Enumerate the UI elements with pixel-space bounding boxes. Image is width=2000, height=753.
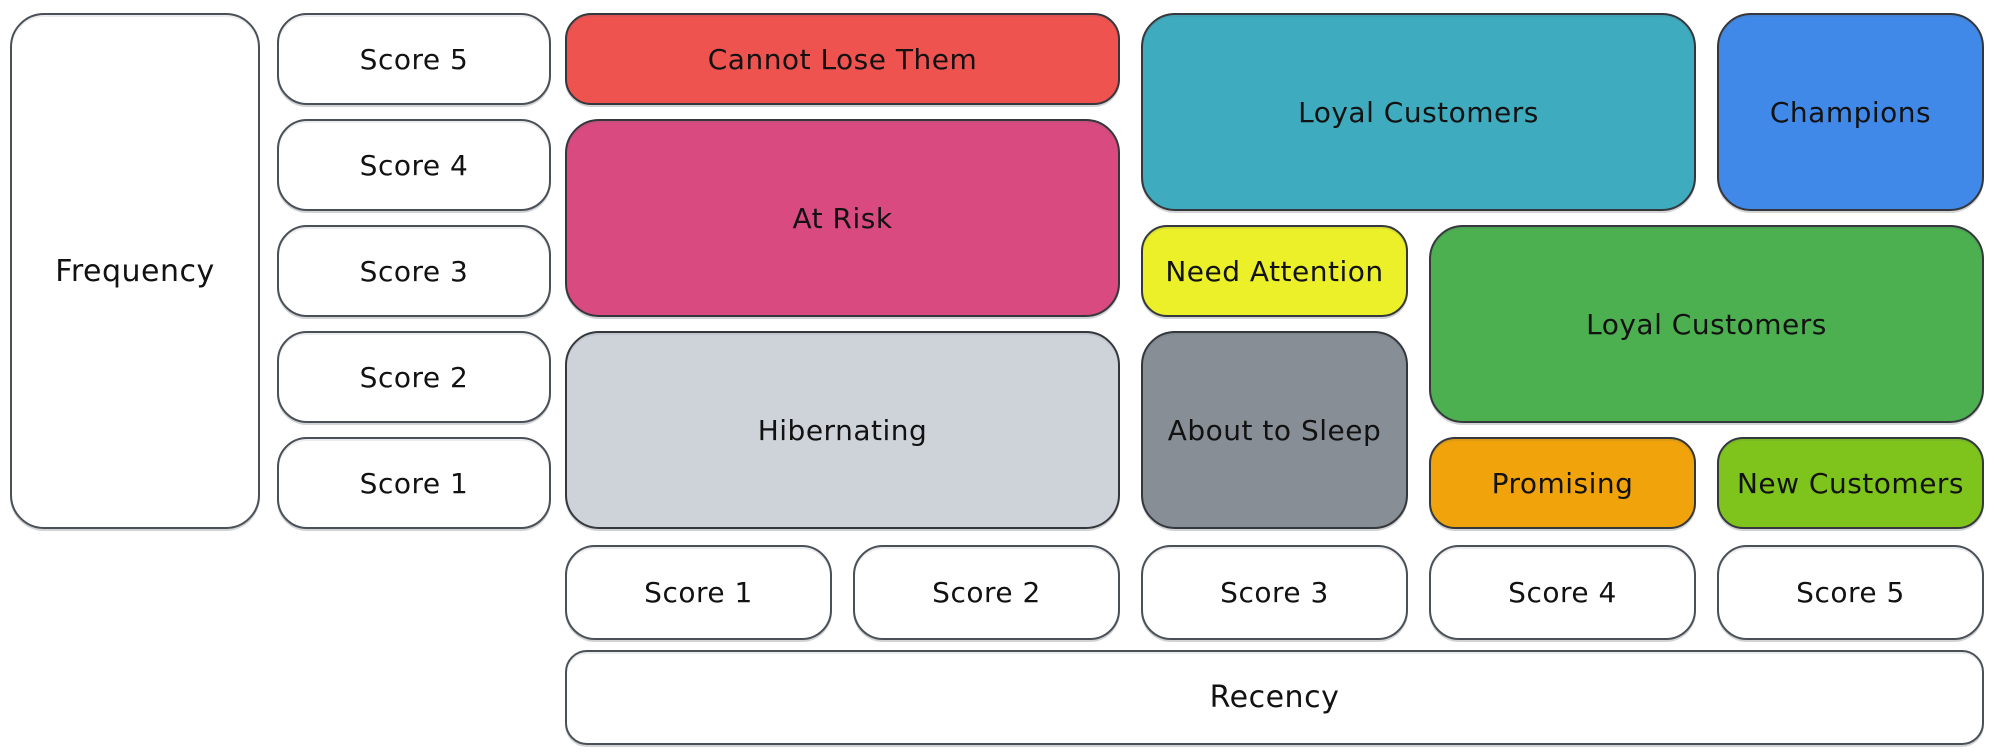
score-label: Score 5 [359, 42, 469, 76]
score-label: Score 1 [359, 466, 469, 500]
frequency-score-5: Score 5 [277, 13, 551, 105]
frequency-score-1: Score 1 [277, 437, 551, 529]
segment-label: Champions [1769, 95, 1932, 129]
recency-score-2: Score 2 [853, 545, 1120, 640]
segment-loyal-customers-lower: Loyal Customers [1429, 225, 1984, 423]
score-label: Score 4 [1508, 576, 1617, 609]
axis-title-text: Frequency [55, 253, 215, 289]
segment-label: Loyal Customers [1586, 307, 1827, 341]
segment-label: Need Attention [1165, 254, 1384, 288]
segment-hibernating: Hibernating [565, 331, 1120, 529]
recency-score-3: Score 3 [1141, 545, 1408, 640]
score-label: Score 3 [359, 254, 469, 288]
segment-label: Loyal Customers [1298, 95, 1539, 129]
segment-cannot-lose-them: Cannot Lose Them [565, 13, 1120, 105]
score-label: Score 2 [359, 360, 469, 394]
segment-about-to-sleep: About to Sleep [1141, 331, 1408, 529]
recency-axis-label: Recency [565, 650, 1984, 745]
rfm-grid: Frequency Score 5 Score 4 Score 3 Score … [10, 13, 1984, 745]
segment-label: About to Sleep [1167, 413, 1382, 447]
segment-at-risk: At Risk [565, 119, 1120, 317]
segment-label: Promising [1491, 466, 1634, 500]
frequency-axis-label: Frequency [10, 13, 260, 529]
recency-score-5: Score 5 [1717, 545, 1984, 640]
segment-champions: Champions [1717, 13, 1984, 211]
frequency-score-2: Score 2 [277, 331, 551, 423]
frequency-score-3: Score 3 [277, 225, 551, 317]
segment-promising: Promising [1429, 437, 1696, 529]
score-label: Score 2 [932, 576, 1041, 609]
segment-label: Cannot Lose Them [707, 42, 978, 76]
frequency-score-4: Score 4 [277, 119, 551, 211]
segment-need-attention: Need Attention [1141, 225, 1408, 317]
segment-loyal-customers-upper: Loyal Customers [1141, 13, 1696, 211]
score-label: Score 4 [359, 148, 469, 182]
recency-score-1: Score 1 [565, 545, 832, 640]
axis-title-text: Recency [1209, 680, 1340, 715]
segment-label: New Customers [1736, 466, 1965, 500]
score-label: Score 1 [644, 576, 753, 609]
segment-label: At Risk [792, 201, 893, 235]
recency-score-4: Score 4 [1429, 545, 1696, 640]
score-label: Score 5 [1796, 576, 1905, 609]
segment-new-customers: New Customers [1717, 437, 1984, 529]
score-label: Score 3 [1220, 576, 1329, 609]
segment-label: Hibernating [757, 413, 928, 447]
